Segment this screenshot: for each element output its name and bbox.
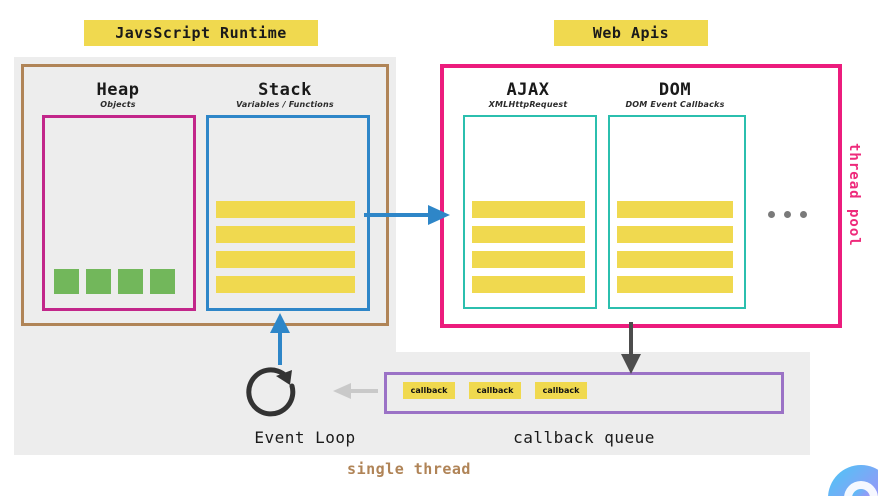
heap-object-square[interactable]: [118, 269, 143, 294]
dom-task-bar[interactable]: [617, 201, 733, 218]
ajax-title: AJAX: [506, 80, 550, 100]
dom-subtitle: DOM Event Callbacks: [625, 100, 725, 109]
ajax-task-bar[interactable]: [472, 201, 585, 218]
thread-pool-label: thread pool: [846, 143, 862, 247]
logo-watermark: [828, 465, 878, 496]
ajax-task-bar[interactable]: [472, 226, 585, 243]
dom-task-bar[interactable]: [617, 276, 733, 293]
callback-chip[interactable]: callback: [403, 382, 455, 399]
web-apis-title-badge: Web Apis: [554, 20, 708, 46]
event-loop-caption: Event Loop: [254, 428, 356, 447]
heap-object-square[interactable]: [150, 269, 175, 294]
dom-task-bar[interactable]: [617, 226, 733, 243]
single-thread-label: single thread: [347, 460, 471, 478]
stack-frame-bar[interactable]: [216, 251, 355, 268]
stack-frame-bar[interactable]: [216, 226, 355, 243]
heap-object-square[interactable]: [54, 269, 79, 294]
callback-chip[interactable]: callback: [535, 382, 587, 399]
stack-frame-bar[interactable]: [216, 201, 355, 218]
more-apis-ellipsis-icon: [768, 211, 807, 218]
ajax-task-bar[interactable]: [472, 251, 585, 268]
dom-task-bar[interactable]: [617, 251, 733, 268]
dom-title: DOM: [658, 80, 692, 100]
heap-object-square[interactable]: [86, 269, 111, 294]
ajax-subtitle: XMLHttpRequest: [488, 100, 568, 109]
stack-title: Stack: [258, 80, 312, 100]
heap-subtitle: Objects: [100, 100, 136, 109]
callback-chip[interactable]: callback: [469, 382, 521, 399]
callback-queue-caption: callback queue: [513, 428, 655, 447]
ajax-task-bar[interactable]: [472, 276, 585, 293]
stack-frame-bar[interactable]: [216, 276, 355, 293]
heap-title: Heap: [96, 80, 140, 100]
stack-subtitle: Variables / Functions: [236, 100, 334, 109]
javascript-runtime-title-badge: JavsScript Runtime: [84, 20, 318, 46]
